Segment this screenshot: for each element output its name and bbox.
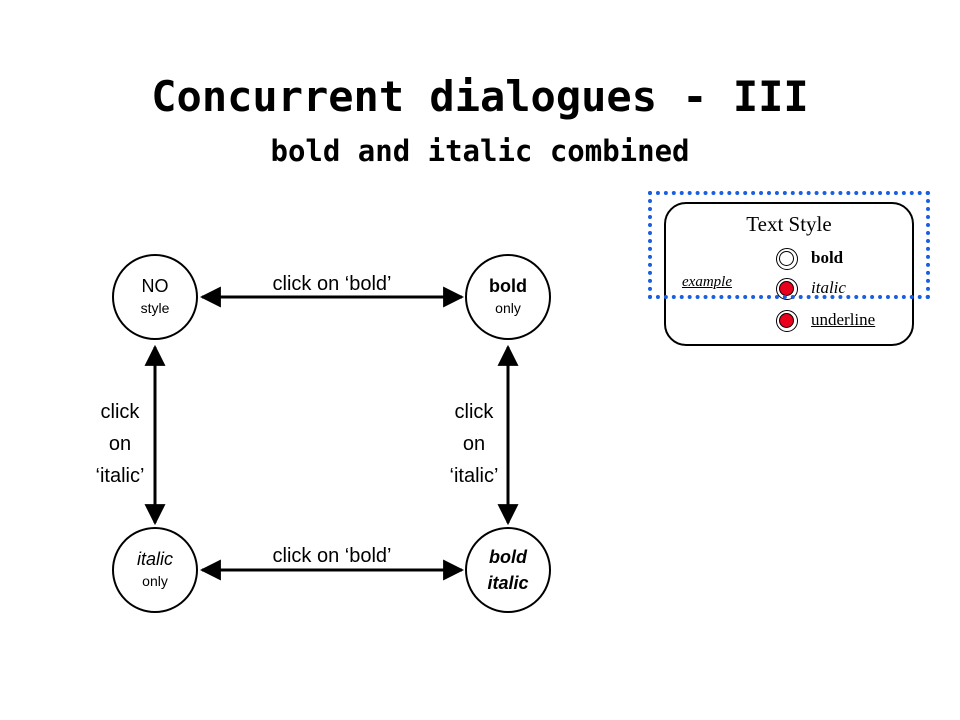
state-bold-italic-line1: bold <box>489 547 527 567</box>
state-italic-only-line1: italic <box>136 549 173 569</box>
radio-underline[interactable] <box>776 310 798 332</box>
radio-dot <box>779 251 794 266</box>
state-bold-italic: bold italic <box>465 527 551 613</box>
transition-label-left-line3: ‘italic’ <box>95 465 145 487</box>
transition-label-left-line1: click <box>100 401 140 423</box>
state-no-style-line1: NO <box>141 276 169 296</box>
radio-bold[interactable] <box>776 248 798 270</box>
state-bold-only-line1: bold <box>489 276 527 296</box>
text-style-panel: Text Style example bold italic underline <box>664 202 914 346</box>
transition-label-top: click on ‘bold’ <box>272 273 392 295</box>
state-bold-only-line2: only <box>495 300 521 316</box>
state-italic-only-line2: only <box>142 573 168 589</box>
option-bold-label: bold <box>811 248 844 267</box>
example-label: example <box>682 274 732 290</box>
slide-title: Concurrent dialogues - III <box>151 72 809 121</box>
state-bold-italic-line2: italic <box>487 573 529 593</box>
transition-label-right-line1: click <box>454 401 494 423</box>
slide-subtitle: bold and italic combined <box>270 134 690 168</box>
text-style-title: Text Style <box>746 212 832 236</box>
state-no-style-line2: style <box>140 300 170 316</box>
radio-italic[interactable] <box>776 278 798 300</box>
transition-label-right-line3: ‘italic’ <box>449 465 499 487</box>
transition-label-left: click on ‘italic’ <box>70 396 170 492</box>
transition-label-left-line2: on <box>108 433 132 455</box>
option-underline-label: underline <box>811 310 876 329</box>
state-no-style: NO style <box>112 254 198 340</box>
transition-label-right-line2: on <box>462 433 486 455</box>
transition-label-right: click on ‘italic’ <box>424 396 524 492</box>
radio-dot <box>779 313 794 328</box>
state-bold-only: bold only <box>465 254 551 340</box>
state-italic-only: italic only <box>112 527 198 613</box>
transition-label-bottom: click on ‘bold’ <box>272 545 392 567</box>
option-italic-label: italic <box>811 278 846 297</box>
focus-highlight-box <box>648 191 930 299</box>
